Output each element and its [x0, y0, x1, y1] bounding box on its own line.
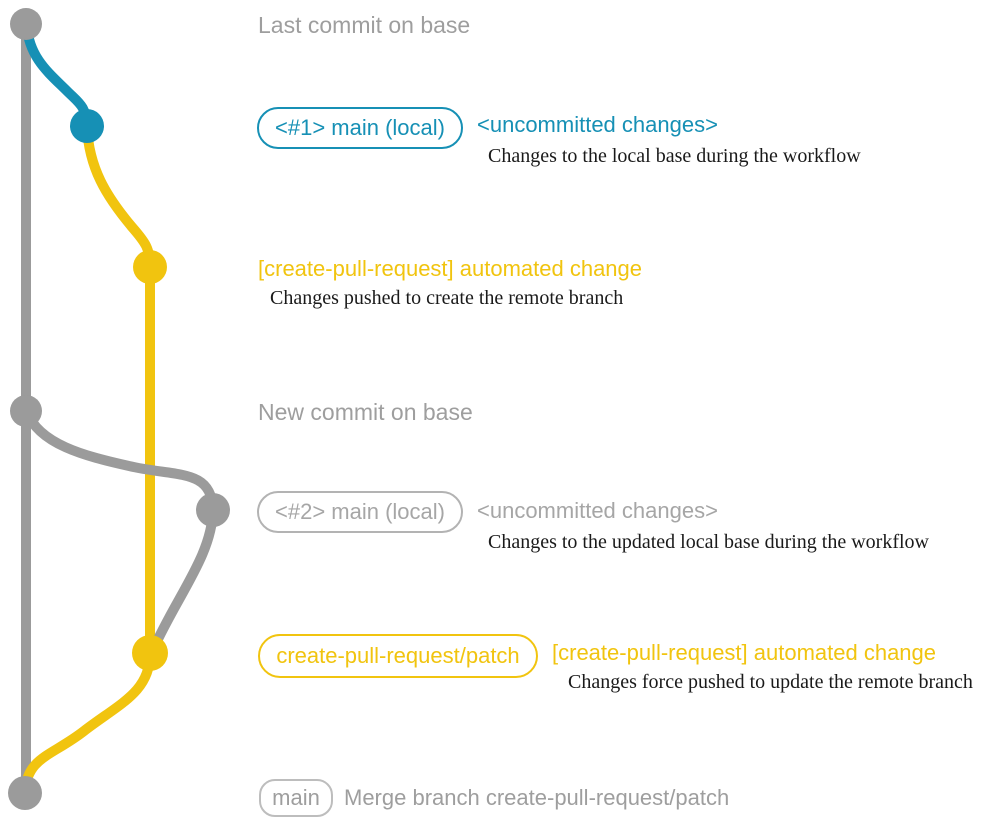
patch-merge-line: [20, 649, 155, 797]
uncommitted-changes-caption-1: Changes to the local base during the wor…: [488, 145, 861, 167]
uncommitted-changes-caption-2: Changes to the updated local base during…: [488, 531, 929, 553]
automated-change-caption-2: Changes force pushed to update the remot…: [568, 671, 973, 693]
uncommitted-changes-note-1: <uncommitted changes>: [477, 112, 718, 137]
automated-change-caption-1: Changes pushed to create the remote bran…: [270, 287, 624, 309]
patch-branch-1-line: [82, 122, 155, 272]
local-branch-2-out-line: [22, 407, 218, 514]
commit-dot-patch-1: [133, 250, 167, 284]
new-commit-label: New commit on base: [258, 399, 473, 425]
local-branch-2-in-line: [147, 505, 218, 657]
last-commit-label: Last commit on base: [258, 12, 471, 38]
local-branch-1-line: [22, 21, 92, 131]
automated-change-title-2: [create-pull-request] automated change: [552, 640, 937, 665]
branch-badge-main: main: [259, 779, 333, 817]
commit-dot-patch-2: [132, 635, 168, 671]
branch-badge-main-local-2: <#2> main (local): [257, 491, 463, 533]
commit-dot-merge: [8, 776, 42, 810]
uncommitted-changes-note-2: <uncommitted changes>: [477, 498, 718, 523]
commit-dot-base-new: [10, 395, 42, 427]
merge-commit-label: Merge branch create-pull-request/patch: [344, 785, 730, 810]
commit-dot-base-last: [10, 8, 42, 40]
branch-badge-patch: create-pull-request/patch: [258, 634, 538, 678]
commit-dot-local-2: [196, 493, 230, 527]
commit-dot-local-1: [70, 109, 104, 143]
branch-badge-main-local-1: <#1> main (local): [257, 107, 463, 149]
automated-change-title-1: [create-pull-request] automated change: [258, 256, 643, 281]
